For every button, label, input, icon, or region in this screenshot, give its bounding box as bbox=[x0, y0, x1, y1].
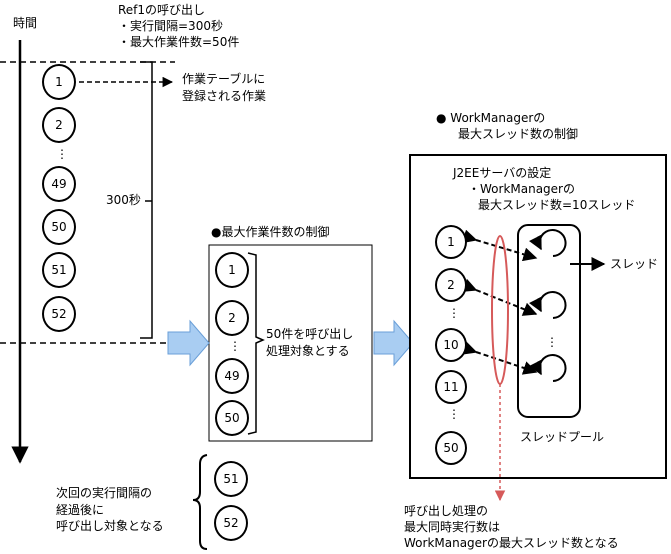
thread-spiral-1 bbox=[529, 229, 567, 257]
max-work-note-2: 処理対象とする bbox=[266, 344, 350, 358]
flow-arrow-2 bbox=[373, 319, 414, 367]
thread-pool-box bbox=[517, 224, 581, 418]
flow-arrow-1 bbox=[167, 319, 210, 367]
max-work-note-1: 50件を呼び出し bbox=[266, 327, 354, 341]
bottom-note-1: 呼び出し処理の bbox=[404, 504, 489, 518]
wm-heading-2: 最大スレッド数の制御 bbox=[458, 127, 579, 141]
pool-ellipsis: ⋮ bbox=[546, 335, 558, 349]
timeline-item-2: 2 bbox=[42, 107, 76, 143]
next-item-51: 51 bbox=[214, 461, 248, 497]
wm-item-1: 1 bbox=[435, 225, 467, 259]
call-interval: ・実行間隔=300秒 bbox=[118, 19, 223, 33]
time-axis-label: 時間 bbox=[13, 16, 38, 30]
interval-bracket bbox=[140, 61, 153, 339]
thread-label: スレッド bbox=[610, 257, 659, 271]
wm-heading-1: ● WorkManagerの bbox=[436, 111, 546, 125]
bottom-note-3: WorkManagerの最大スレッド数となる bbox=[404, 536, 619, 550]
bottom-note-2: 最大同時実行数は bbox=[404, 520, 501, 534]
work-table-note-2: 登録される作業 bbox=[182, 89, 267, 103]
server-settings-3: 最大スレッド数=10スレッド bbox=[478, 198, 636, 212]
timeline-ellipsis: ⋮ bbox=[56, 147, 68, 161]
timeline-item-51: 51 bbox=[42, 252, 76, 288]
next-batch-brace bbox=[192, 454, 208, 550]
thread-link-2 bbox=[461, 278, 538, 316]
timeline-item-50: 50 bbox=[42, 209, 76, 245]
thread-spiral-3 bbox=[529, 354, 567, 382]
server-settings-2: ・WorkManagerの bbox=[468, 182, 575, 196]
next-batch-note-1: 次回の実行間隔の bbox=[56, 486, 153, 500]
timeline-item-1: 1 bbox=[42, 64, 76, 100]
thread-link-1 bbox=[461, 229, 538, 262]
work-table-note-1: 作業テーブルに bbox=[182, 72, 266, 86]
batch-item-50: 50 bbox=[215, 400, 249, 436]
wm-item-2: 2 bbox=[435, 268, 467, 302]
thread-pool-label: スレッドプール bbox=[520, 430, 605, 444]
call-max-items: ・最大作業件数=50件 bbox=[118, 35, 240, 49]
call-title: Ref1の呼び出し bbox=[118, 3, 206, 17]
wm-ellipsis-2: ⋮ bbox=[448, 407, 460, 421]
wm-item-11: 11 bbox=[435, 370, 467, 404]
interval-label: 300秒 bbox=[104, 193, 143, 208]
batch-ellipsis: ⋮ bbox=[229, 339, 241, 353]
wm-ellipsis-1: ⋮ bbox=[448, 306, 460, 320]
batch-item-2: 2 bbox=[215, 300, 249, 336]
wm-item-10: 10 bbox=[435, 328, 467, 362]
max-work-heading: ●最大作業件数の制御 bbox=[211, 225, 330, 239]
wm-item-50: 50 bbox=[435, 431, 467, 465]
batch-item-49: 49 bbox=[215, 358, 249, 394]
batch-item-1: 1 bbox=[215, 252, 249, 288]
next-item-52: 52 bbox=[214, 505, 248, 541]
thread-spiral-2 bbox=[529, 291, 567, 319]
thread-link-3 bbox=[461, 341, 538, 375]
timeline-item-52: 52 bbox=[42, 296, 76, 332]
max-work-bracket bbox=[247, 252, 265, 435]
server-settings-1: J2EEサーバの設定 bbox=[453, 166, 552, 180]
next-batch-note-3: 呼び出し対象となる bbox=[56, 519, 164, 533]
next-batch-note-2: 経過後に bbox=[56, 503, 105, 517]
timeline-item-49: 49 bbox=[42, 166, 76, 202]
